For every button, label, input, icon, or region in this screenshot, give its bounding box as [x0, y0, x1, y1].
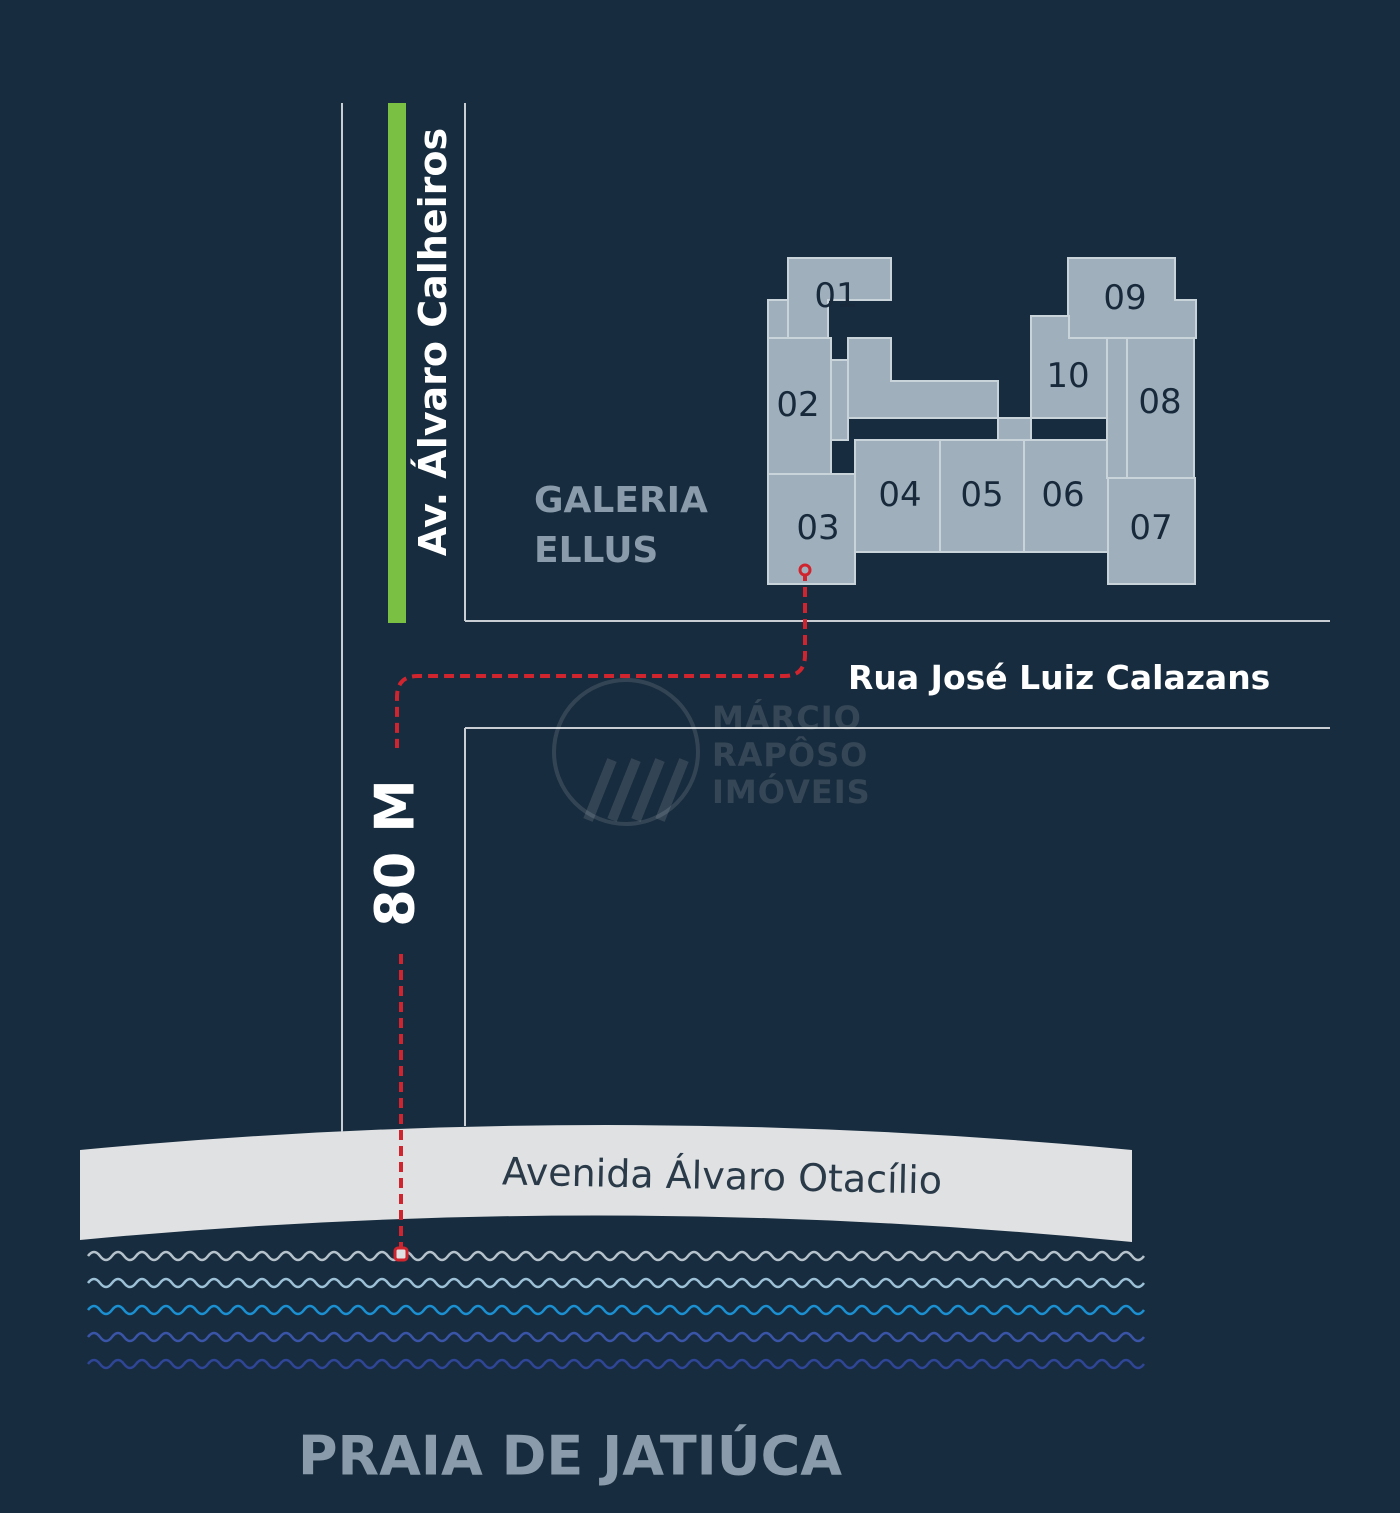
building-footprint — [767, 257, 1197, 585]
unit-03: 03 — [796, 508, 840, 548]
landmark-line-1: GALERIA — [534, 480, 708, 521]
watermark-line-1: MÁRCIO — [712, 699, 862, 737]
unit-07: 07 — [1129, 508, 1173, 548]
unit-10: 10 — [1046, 356, 1090, 396]
wave-row — [87, 1304, 1145, 1316]
unit-06: 06 — [1041, 475, 1085, 515]
route-end-marker — [393, 1246, 409, 1262]
watermark-line-2: RAPÔSO — [712, 736, 869, 774]
unit-04: 04 — [878, 475, 922, 515]
green-street-bar — [388, 103, 406, 623]
beach-label: PRAIA DE JATIÚCA — [297, 1424, 843, 1488]
waves — [87, 1250, 1145, 1370]
landmark-galeria-ellus: GALERIA ELLUS — [534, 476, 708, 576]
wave-row — [87, 1358, 1145, 1370]
street-label-avenida-alvaro-otacilio: Avenida Álvaro Otacílio — [501, 1149, 943, 1203]
beach-avenue-band — [80, 1125, 1132, 1242]
unit-09: 09 — [1103, 278, 1147, 318]
wave-row — [87, 1250, 1145, 1262]
unit-01: 01 — [814, 276, 858, 316]
street-label-rua-jose-luiz-calazans: Rua José Luiz Calazans — [848, 658, 1271, 697]
unit-05: 05 — [960, 475, 1004, 515]
watermark-logo-icon — [552, 678, 700, 826]
distance-label: 80 M — [363, 779, 427, 927]
watermark: MÁRCIO RAPÔSO IMÓVEIS — [712, 700, 871, 811]
watermark-line-3: IMÓVEIS — [712, 773, 871, 811]
street-label-av-alvaro-calheiros: Av. Álvaro Calheiros — [411, 127, 455, 557]
wave-row — [87, 1331, 1145, 1343]
unit-08: 08 — [1138, 382, 1182, 422]
landmark-line-2: ELLUS — [534, 530, 659, 571]
watermark-logo-mark — [583, 758, 689, 822]
unit-02: 02 — [776, 385, 820, 425]
route-start-marker — [798, 563, 812, 577]
wave-row — [87, 1277, 1145, 1289]
